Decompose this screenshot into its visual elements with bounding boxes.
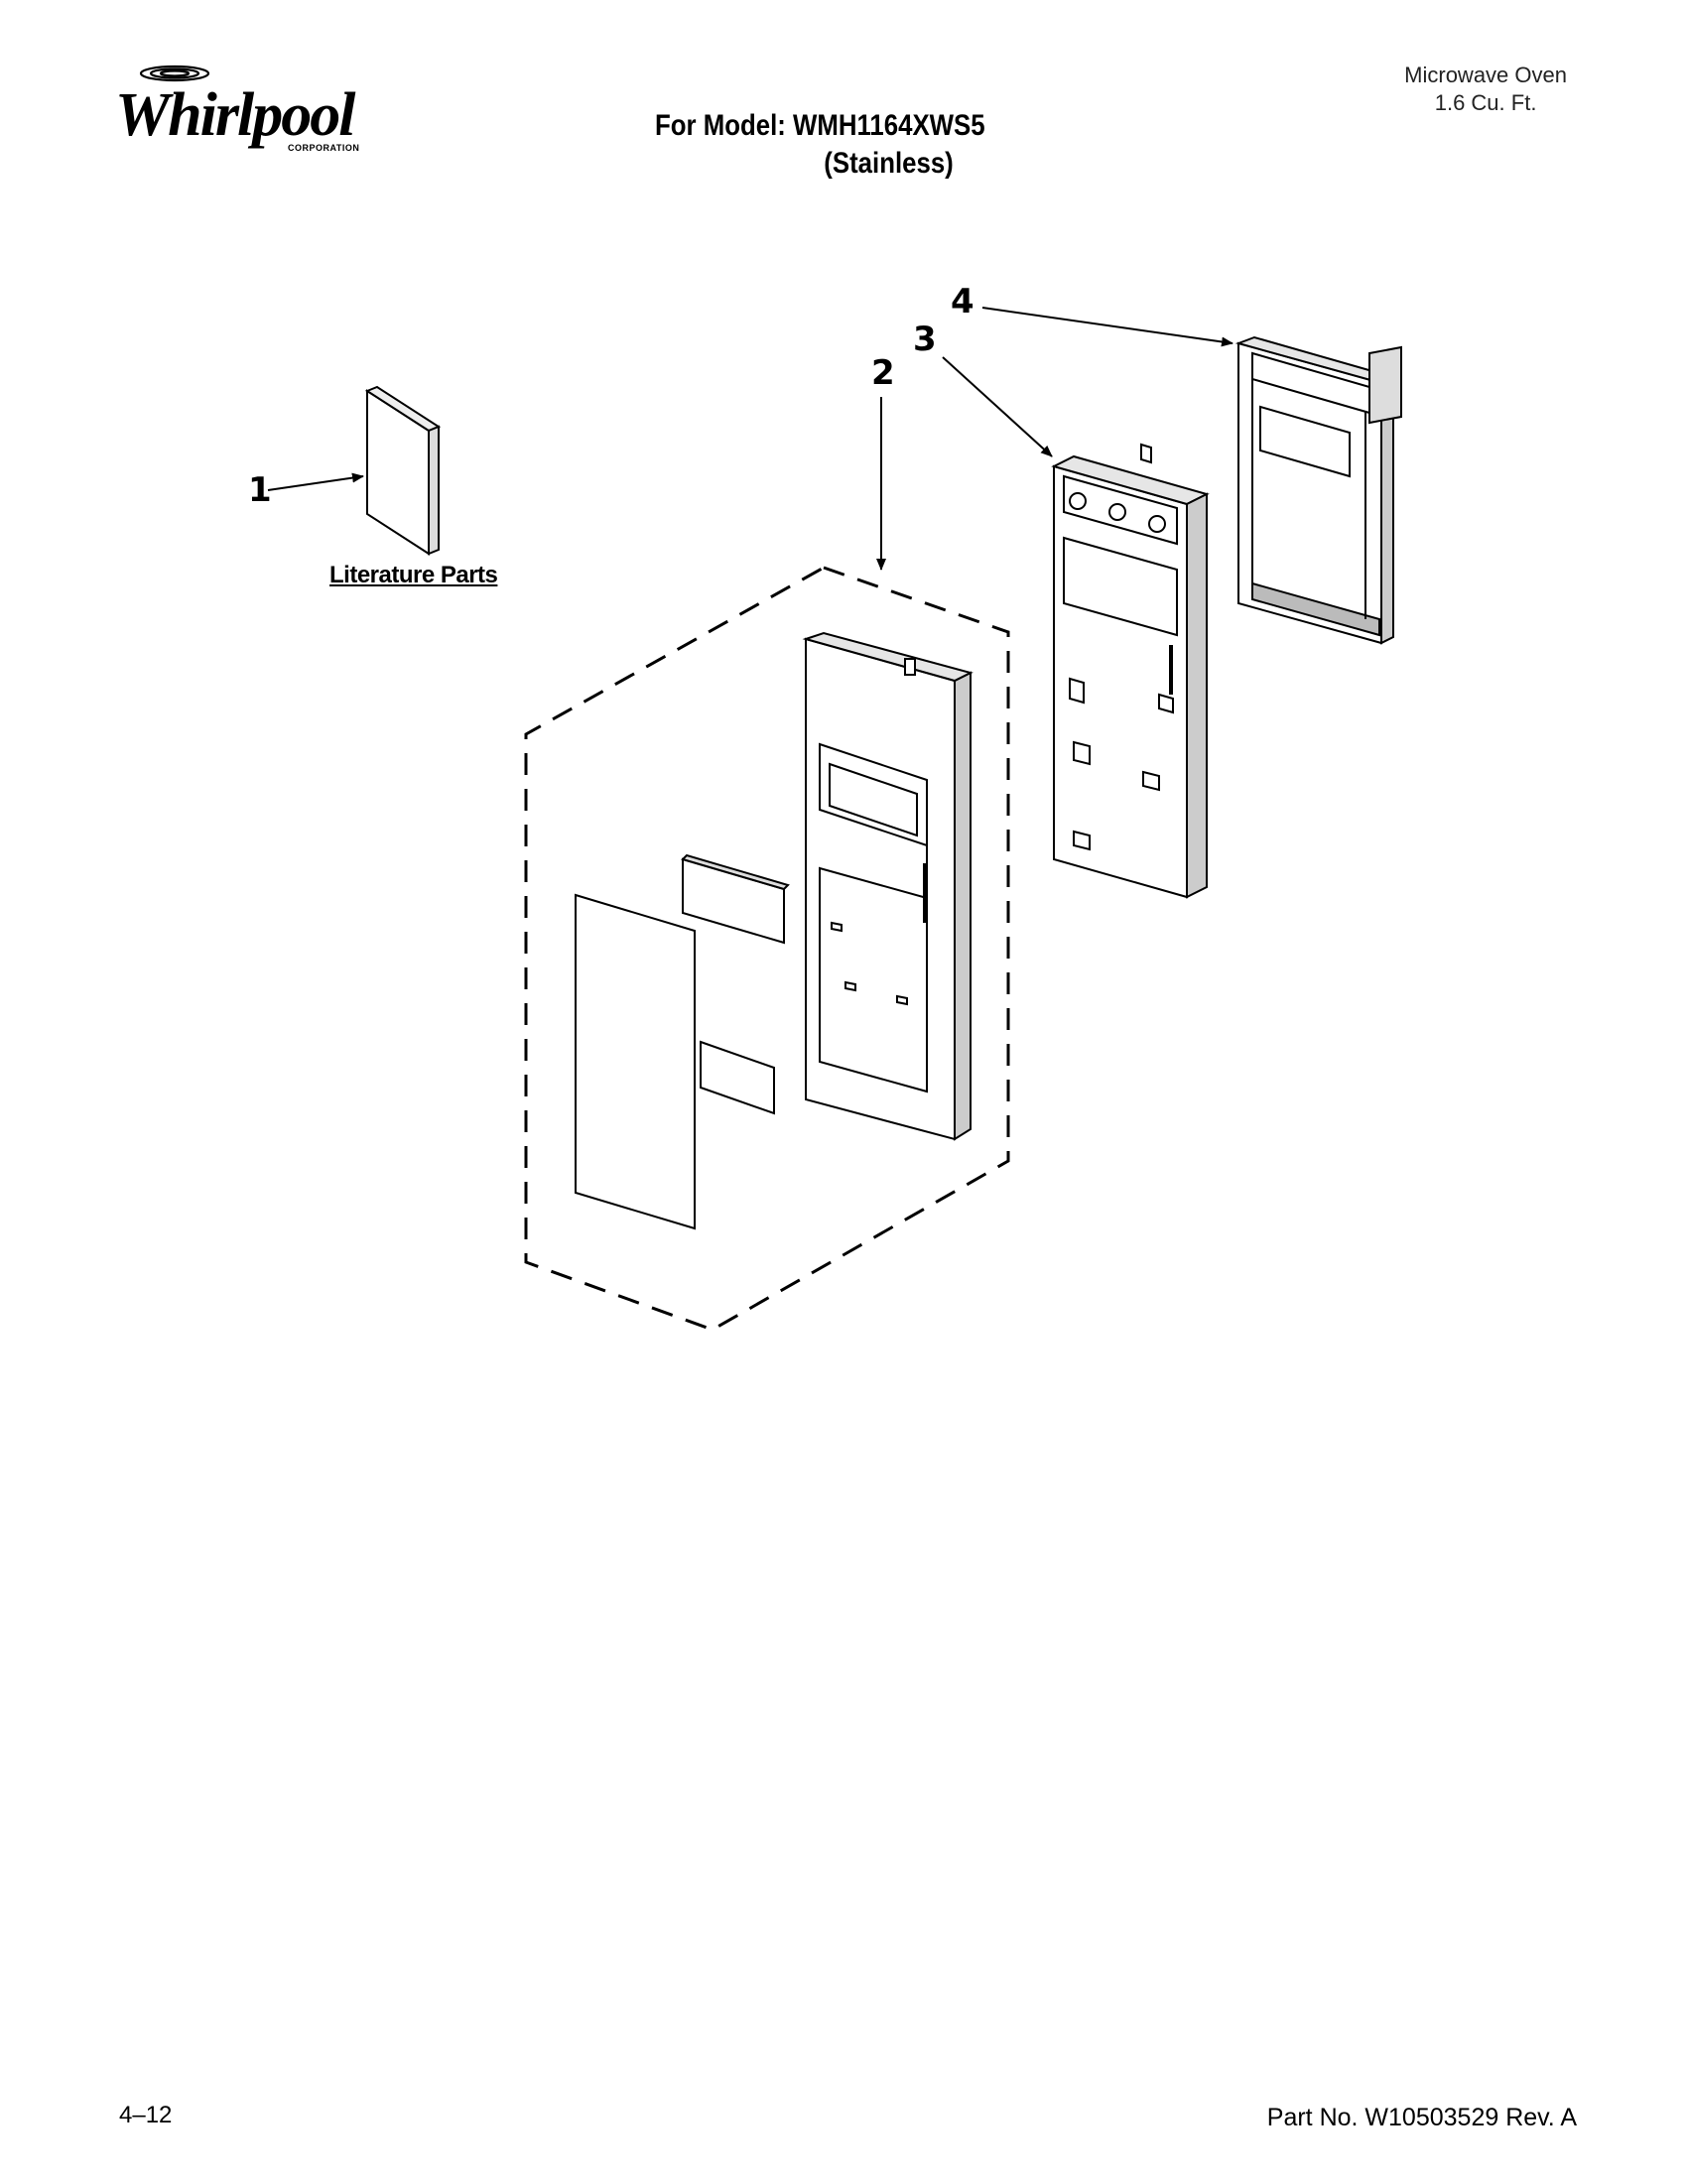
assembly-boundary (524, 566, 1010, 1332)
product-info: Microwave Oven 1.6 Cu. Ft. (1404, 62, 1567, 117)
finish-line: (Stainless) (824, 147, 954, 180)
model-line: For Model: WMH1164XWS5 (655, 109, 985, 142)
callout-line-4 (981, 307, 1234, 347)
literature-parts-label: Literature Parts (329, 562, 498, 588)
callout-line-3 (942, 356, 1053, 457)
logo-wordmark: Whirlpool (115, 81, 356, 149)
logo-subtitle: CORPORATION (288, 143, 359, 153)
control-panel (802, 631, 974, 1141)
page-reference: 4–12 (119, 2102, 173, 2128)
whirlpool-logo: Whirlpool CORPORATION (115, 64, 359, 153)
panel-overlay (575, 893, 696, 1230)
control-board-assembly (1234, 335, 1402, 645)
small-plate (681, 853, 790, 945)
bracket-plate (700, 1040, 775, 1115)
callout-4: 4 (951, 282, 974, 321)
callout-3: 3 (913, 320, 937, 359)
model-title: For Model: WMH1164XWS5 (Stainless) (655, 107, 1048, 183)
callout-2: 2 (871, 353, 895, 393)
callout-line-1 (267, 472, 364, 491)
part-number: Part No. W10503529 Rev. A (1266, 2104, 1577, 2131)
callout-1: 1 (248, 470, 272, 510)
literature-book (364, 385, 442, 556)
mounting-bracket (1051, 443, 1210, 899)
product-capacity: 1.6 Cu. Ft. (1434, 90, 1537, 115)
product-name: Microwave Oven (1404, 63, 1567, 87)
